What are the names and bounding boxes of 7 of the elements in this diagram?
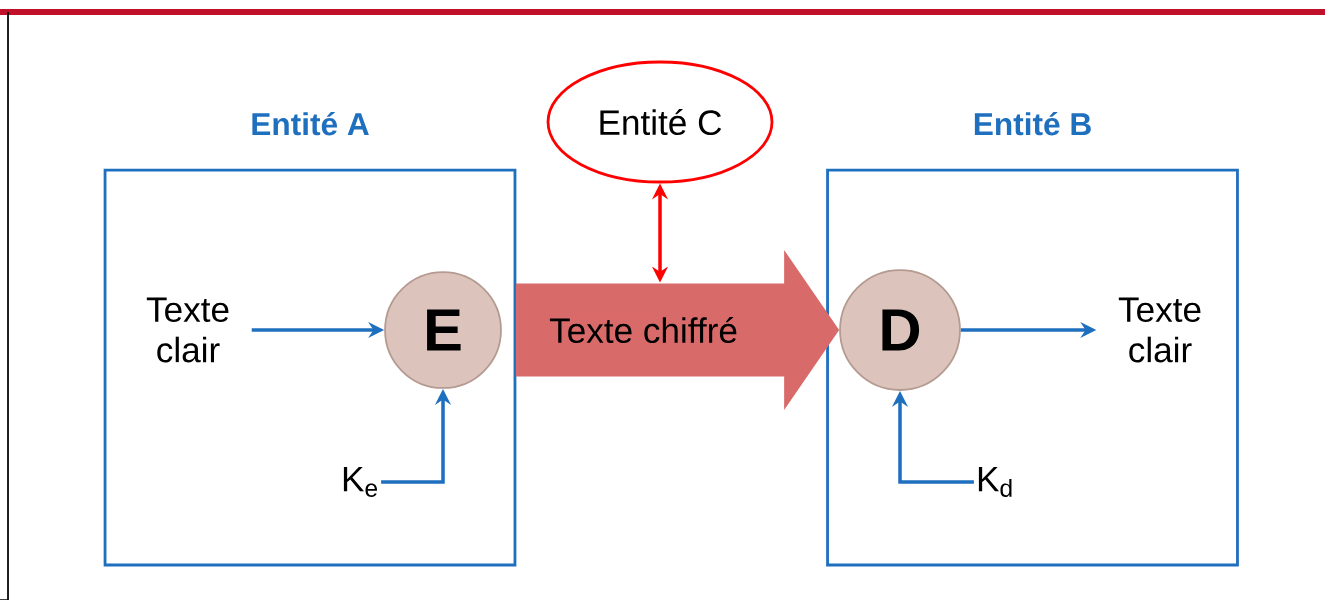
key-label: K$_{d}$ <box>978 467 1012 497</box>
text-label: Texte clair <box>146 297 229 363</box>
node-label: Entité A <box>252 111 369 136</box>
edge-label: Texte chiffré <box>547 315 740 345</box>
text-label: Texte clair <box>1118 297 1201 363</box>
node-label: Entité B <box>974 111 1091 136</box>
key-label: K$_{e}$ <box>343 467 378 497</box>
